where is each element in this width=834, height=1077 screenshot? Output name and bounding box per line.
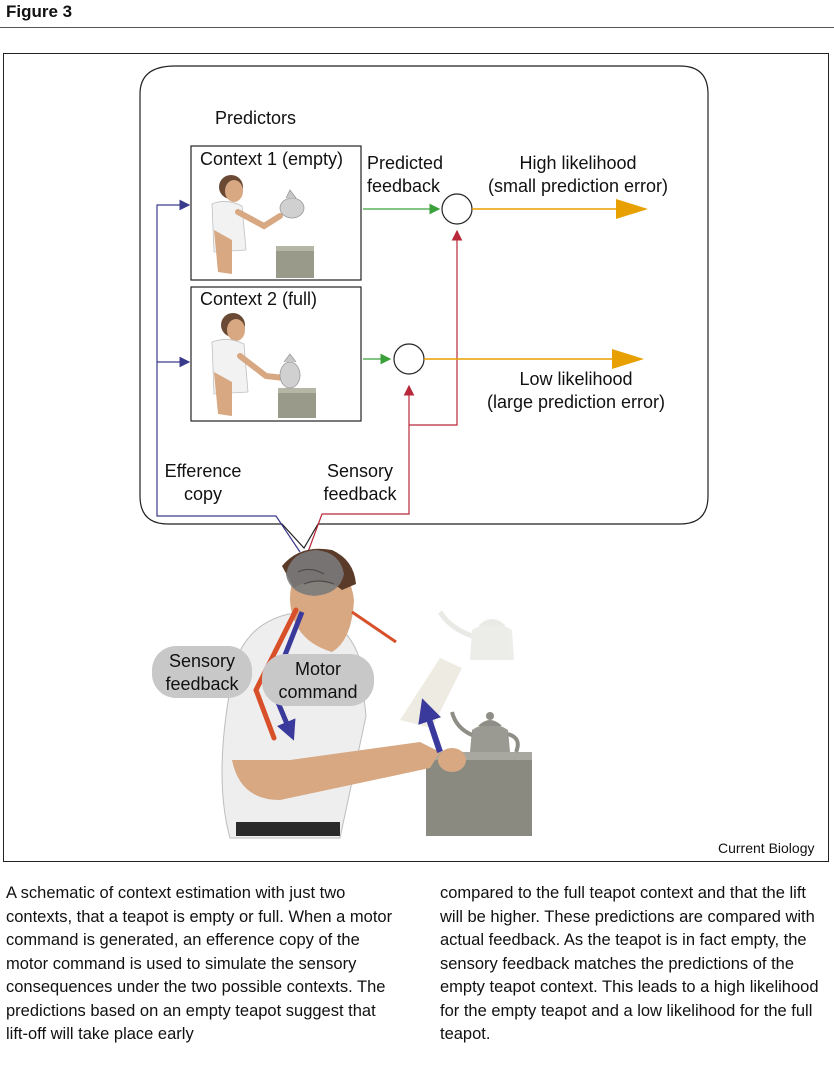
figure-frame [3,53,829,862]
motor-command-bubble-label: Motor command [278,659,358,702]
faded-arm [400,658,462,728]
context1-label: Context 1 (empty) [200,149,344,169]
low-likelihood-label: Low likelihood (large prediction error) [486,369,666,412]
eye-feedback-arrow [351,610,397,644]
sensory-feedback-path [307,384,415,553]
figure-label: Figure 3 [6,2,73,21]
credit-label: Current Biology [718,840,815,856]
high-likelihood-arrow [472,199,648,219]
sensory-feedback-top-label: Sensory feedback [323,461,397,504]
sensory-feedback-bubble-label: Sensory feedback [165,651,239,694]
thought-bubble [139,65,709,550]
comparator-low [393,343,425,375]
caption-left: A schematic of context estimation with j… [6,884,393,1043]
predictors-label: Predictors [215,108,297,128]
sensory-feedback-arm-arrow [253,607,299,741]
context2-person-icon [211,313,316,418]
efference-copy-path [156,199,301,553]
motor-command-bubble [262,654,374,706]
high-likelihood-label: High likelihood (small prediction error) [487,153,669,196]
context1-person-icon [211,175,314,278]
sensory-feedback-branch [409,229,463,426]
caption-right: compared to the full teapot context and … [440,884,819,1043]
brain-icon [286,550,344,596]
title-rule [0,27,834,28]
context2-label: Context 2 (full) [200,289,318,309]
faded-teapot-icon [437,610,514,660]
low-likelihood-arrow [424,349,644,369]
teapot-icon [450,711,520,753]
lift-arrow [418,698,443,753]
sensory-feedback-bubble [152,646,252,698]
efference-copy-label: Efference copy [164,461,242,504]
comparator-high [441,193,473,225]
predicted-feedback-label: Predicted feedback [367,153,444,196]
teapot-scene [400,610,532,836]
